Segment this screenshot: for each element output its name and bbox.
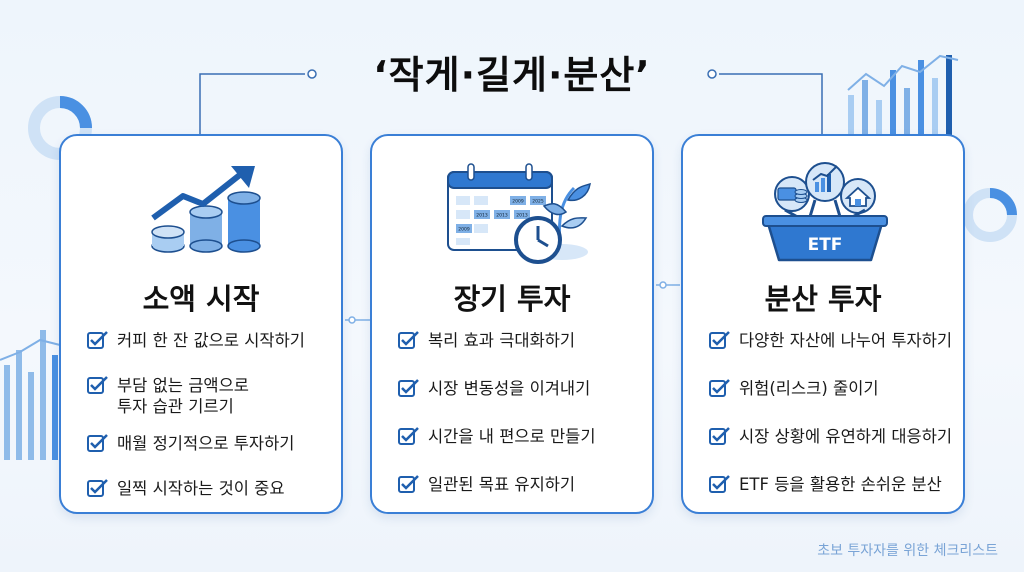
calendar-year-label: 2013 — [496, 213, 508, 219]
card-small-start: 소액 시작 커피 한 잔 값으로 시작하기 부담 없는 금액으로 투자 습관 기… — [59, 134, 343, 514]
calendar-year-label: 2025 — [532, 199, 544, 205]
card-heading: 분산 투자 — [764, 282, 882, 316]
checklist-item-text: 커피 한 잔 값으로 시작하기 — [117, 331, 305, 350]
calendar-year-label: 2013 — [516, 213, 528, 219]
checklist-item: 매월 정기적으로 투자하기 — [87, 433, 337, 454]
checkbox-checked-icon — [87, 331, 108, 349]
checklist: 복리 효과 극대화하기 시장 변동성을 이겨내기 시간을 내 편으로 만들기 일… — [398, 330, 648, 495]
basket-label: ETF — [808, 235, 843, 255]
checklist-item: 시간을 내 편으로 만들기 — [398, 426, 648, 447]
card-heading: 소액 시작 — [142, 282, 260, 316]
bar-chart-decoration-left — [4, 330, 58, 460]
card-long-term: 2009 2025 2013 2013 2013 2009 장기 투자 복리 효… — [370, 134, 654, 514]
coins-growth-icon — [151, 166, 261, 253]
card-heading: 장기 투자 — [453, 282, 571, 316]
checklist-item: 시장 상황에 유연하게 대응하기 — [709, 426, 959, 447]
checklist-item: 일관된 목표 유지하기 — [398, 474, 648, 495]
checklist-item: 위험(리스크) 줄이기 — [709, 378, 959, 399]
checklist-item: ETF 등을 활용한 손쉬운 분산 — [709, 474, 959, 495]
checklist-item: 커피 한 잔 값으로 시작하기 — [87, 330, 337, 351]
checkbox-checked-icon — [709, 427, 730, 445]
checklist-item-text: 다양한 자산에 나누어 투자하기 — [739, 331, 953, 350]
checklist-item-text: 매월 정기적으로 투자하기 — [117, 434, 295, 453]
checkbox-checked-icon — [709, 475, 730, 493]
checklist-item-text: 위험(리스크) 줄이기 — [739, 379, 879, 398]
etf-basket-icon: ETF — [762, 162, 888, 262]
card-diversification: ETF 분산 투자 다양한 자산에 나누어 투자하기 위험(리스크) 줄이기 시… — [681, 134, 965, 514]
checklist: 커피 한 잔 값으로 시작하기 부담 없는 금액으로 투자 습관 기르기 매월 … — [87, 330, 337, 499]
line-decoration-left — [0, 338, 61, 361]
checkbox-checked-icon — [709, 331, 730, 349]
checkbox-checked-icon — [398, 475, 419, 493]
calendar-year-label: 2009 — [512, 199, 524, 205]
checkbox-checked-icon — [398, 331, 419, 349]
checklist: 다양한 자산에 나누어 투자하기 위험(리스크) 줄이기 시장 상황에 유연하게… — [709, 330, 959, 495]
checklist-item-text: ETF 등을 활용한 손쉬운 분산 — [739, 475, 942, 494]
checkbox-checked-icon — [398, 427, 419, 445]
checklist-item: 부담 없는 금액으로 투자 습관 기르기 — [87, 375, 337, 417]
checkbox-checked-icon — [709, 379, 730, 397]
checklist-item-text: 부담 없는 금액으로 투자 습관 기르기 — [117, 376, 249, 416]
checklist-item: 다양한 자산에 나누어 투자하기 — [709, 330, 959, 351]
checklist-item-text: 일관된 목표 유지하기 — [428, 475, 576, 494]
checklist-item: 일찍 시작하는 것이 중요 — [87, 478, 337, 499]
checklist-item: 시장 변동성을 이겨내기 — [398, 378, 648, 399]
footer-caption: 초보 투자자를 위한 체크리스트 — [817, 543, 998, 559]
checkbox-checked-icon — [398, 379, 419, 397]
card-connector-dots — [345, 281, 680, 324]
donut-chart-decoration-right — [963, 188, 1017, 242]
bar-chart-decoration-right — [847, 54, 959, 137]
checkbox-checked-icon — [87, 376, 108, 394]
checklist-item-text: 시장 상황에 유연하게 대응하기 — [739, 427, 953, 446]
checklist-item-text: 시장 변동성을 이겨내기 — [428, 379, 591, 398]
checkbox-checked-icon — [87, 479, 108, 497]
page-title: ‘작게·길게·분산’ — [373, 53, 651, 97]
calendar-clock-plant-icon: 2009 2025 2013 2013 2013 2009 — [447, 163, 591, 264]
calendar-year-label: 2009 — [458, 227, 470, 233]
checklist-item-text: 복리 효과 극대화하기 — [428, 331, 576, 350]
calendar-year-label: 2013 — [476, 213, 488, 219]
checkbox-checked-icon — [87, 434, 108, 452]
checklist-item-text: 시간을 내 편으로 만들기 — [428, 427, 596, 446]
checklist-item: 복리 효과 극대화하기 — [398, 330, 648, 351]
title-connector-lines — [199, 69, 823, 134]
checklist-item-text: 일찍 시작하는 것이 중요 — [117, 479, 285, 498]
